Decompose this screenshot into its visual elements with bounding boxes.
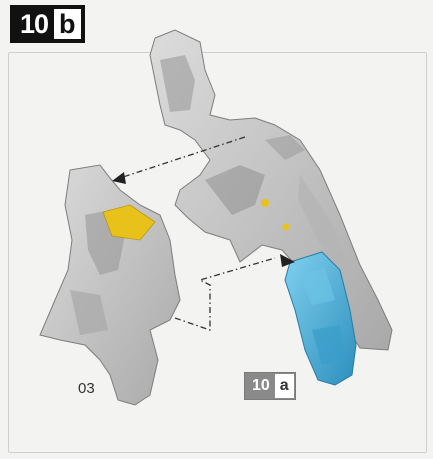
- part-03: [40, 165, 180, 405]
- yellow-pin: [283, 224, 290, 231]
- arrow-guide: [175, 258, 275, 330]
- reference-step-badge: 10 a: [244, 372, 296, 400]
- reference-step-letter: a: [275, 374, 294, 398]
- main-body-part: [150, 30, 392, 350]
- reference-step-number: 10: [245, 373, 275, 399]
- yellow-pin: [261, 199, 269, 207]
- part-number-label: 03: [78, 380, 95, 397]
